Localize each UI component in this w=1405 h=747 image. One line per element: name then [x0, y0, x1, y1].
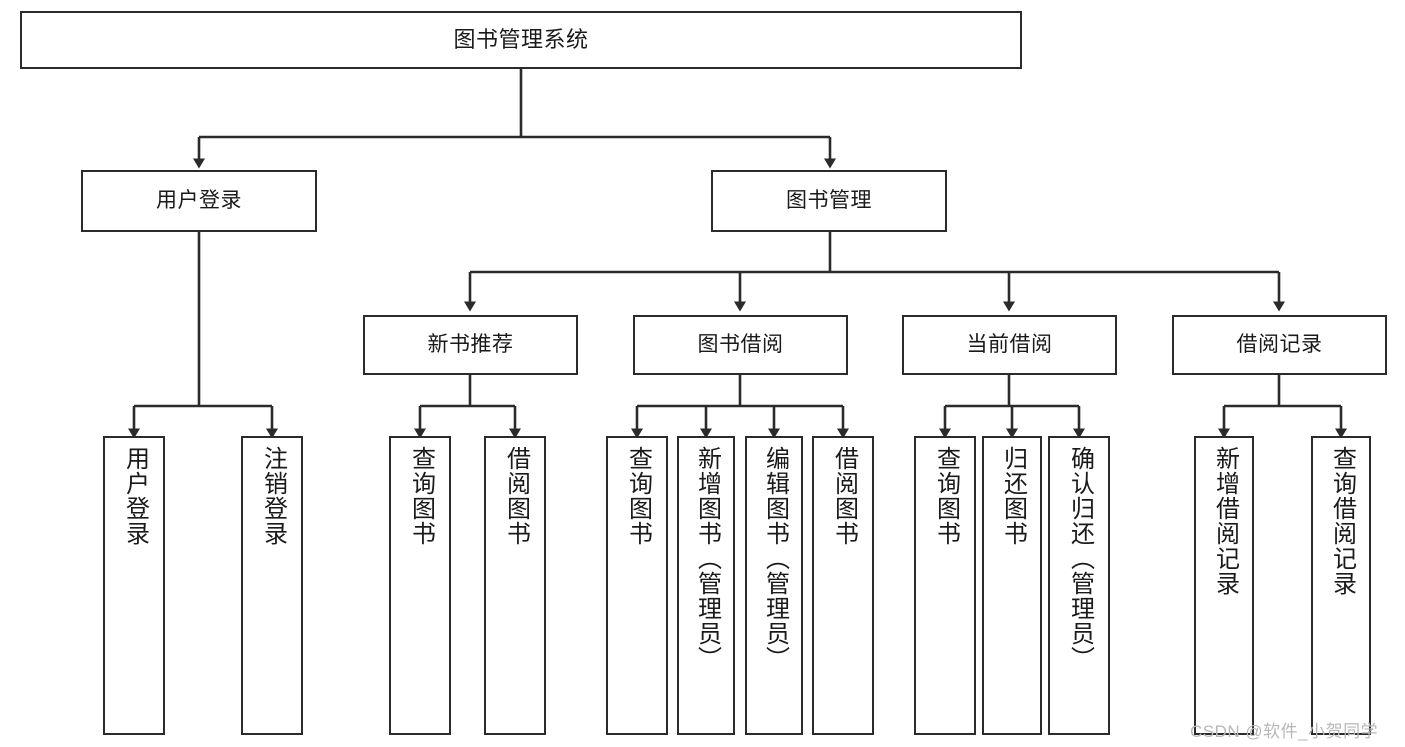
node-label: 新增借阅记录 [1211, 446, 1239, 596]
node-label: 注销登录 [259, 446, 287, 546]
node-label: 当前借阅 [966, 332, 1053, 356]
node-label: 用户登录 [156, 188, 242, 212]
leaf-borrow-book-recommend[interactable]: 借阅图书 [484, 436, 546, 735]
node-label: 借阅记录 [1236, 332, 1323, 356]
node-book-management[interactable]: 图书管理 [711, 170, 947, 232]
node-current-borrow[interactable]: 当前借阅 [902, 315, 1117, 375]
leaf-query-book-borrow[interactable]: 查询图书 [606, 436, 668, 735]
leaf-borrow-book[interactable]: 借阅图书 [812, 436, 874, 735]
node-user-login[interactable]: 用户登录 [81, 170, 317, 232]
node-label: 新书推荐 [427, 332, 514, 356]
node-label: 新增图书（管理员） [693, 446, 721, 671]
leaf-query-borrow-record[interactable]: 查询借阅记录 [1311, 436, 1371, 735]
leaf-query-book-recommend[interactable]: 查询图书 [389, 436, 451, 735]
watermark-text: CSDN @软件_小贺同学 [1190, 722, 1379, 741]
leaf-edit-book-admin[interactable]: 编辑图书（管理员） [745, 436, 803, 735]
leaf-confirm-return-admin[interactable]: 确认归还（管理员） [1048, 436, 1110, 735]
leaf-add-book-admin[interactable]: 新增图书（管理员） [677, 436, 735, 735]
node-label: 查询借阅记录 [1328, 446, 1356, 596]
node-label: 查询图书 [407, 446, 435, 546]
node-label: 图书管理系统 [453, 27, 589, 53]
node-label: 编辑图书（管理员） [761, 446, 789, 671]
node-label: 查询图书 [624, 446, 652, 546]
node-label: 用户登录 [121, 446, 149, 546]
node-label: 借阅图书 [502, 446, 530, 546]
leaf-query-book-current[interactable]: 查询图书 [914, 436, 976, 735]
leaf-user-login[interactable]: 用户登录 [103, 436, 165, 735]
leaf-user-logout[interactable]: 注销登录 [241, 436, 303, 735]
node-label: 图书管理 [786, 188, 872, 212]
leaf-add-borrow-record[interactable]: 新增借阅记录 [1194, 436, 1254, 735]
node-label: 查询图书 [932, 446, 960, 546]
node-new-book-recommend[interactable]: 新书推荐 [363, 315, 578, 375]
node-root-system[interactable]: 图书管理系统 [20, 11, 1022, 69]
node-borrow-record[interactable]: 借阅记录 [1172, 315, 1387, 375]
node-label: 借阅图书 [830, 446, 858, 546]
node-label: 图书借阅 [697, 332, 784, 356]
node-book-borrow[interactable]: 图书借阅 [633, 315, 848, 375]
leaf-return-book[interactable]: 归还图书 [982, 436, 1042, 735]
node-label: 确认归还（管理员） [1066, 446, 1094, 671]
node-label: 归还图书 [999, 446, 1027, 546]
